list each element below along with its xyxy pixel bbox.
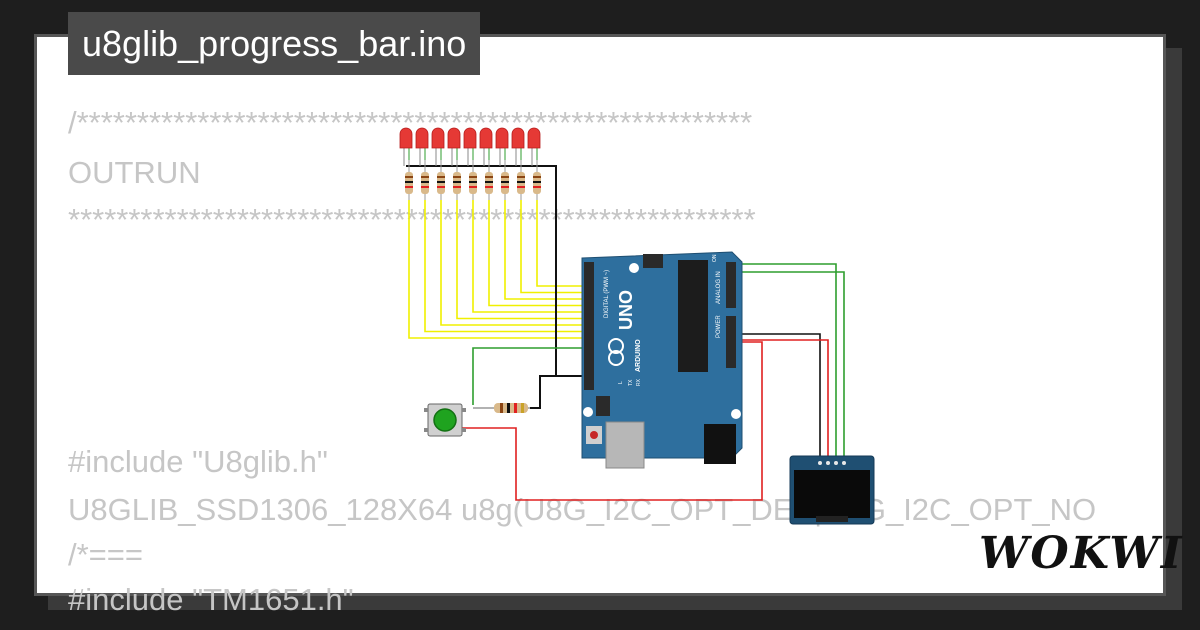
- led-resistor: [485, 160, 493, 200]
- led-resistor: [437, 160, 445, 200]
- board-maker-label: ARDUINO: [635, 339, 642, 372]
- led: [527, 127, 541, 166]
- led-resistor: [469, 160, 477, 200]
- brand-text: WOKWI: [979, 528, 1183, 579]
- wokwi-logo: WOKWI: [977, 524, 1181, 581]
- l-label: L: [618, 381, 624, 384]
- yellow-wire: [472, 200, 590, 313]
- led-row: [399, 127, 541, 200]
- led: [511, 127, 525, 166]
- led: [463, 127, 477, 166]
- yellow-wire: [504, 200, 590, 300]
- led-resistor: [453, 160, 461, 200]
- yellow-wire: [456, 200, 590, 320]
- wokwi-logo-icon: WOKWI: [979, 528, 1181, 579]
- digital-label: DIGITAL (PWM ~): [604, 270, 610, 318]
- led-resistor: [517, 160, 525, 200]
- yellow-wire: [488, 200, 590, 307]
- code-line: U8GLIB_SSD1306_128X64 u8g(U8G_I2C_OPT_DE…: [68, 492, 1097, 527]
- analog-label: ANALOG IN: [716, 271, 722, 304]
- code-line: OUTRUN: [68, 155, 201, 190]
- yellow-wire: [440, 200, 590, 326]
- card-shadow-bottom: [48, 596, 1182, 610]
- tx-label: TX: [628, 379, 634, 386]
- oled-sda-wire: [736, 271, 845, 463]
- led: [415, 127, 429, 166]
- led: [399, 127, 413, 166]
- button-power-wire: [462, 341, 763, 501]
- led-resistor: [533, 160, 541, 200]
- card-shadow-right: [1166, 48, 1182, 596]
- board-name-label: UNO: [616, 290, 636, 330]
- oled-scl-wire: [736, 263, 837, 463]
- led-resistor: [501, 160, 509, 200]
- ground-wire: [406, 165, 590, 409]
- button-signal-wire: [472, 347, 590, 405]
- led: [447, 127, 461, 166]
- yellow-wire: [520, 200, 590, 294]
- rx-label: RX: [636, 378, 642, 386]
- led: [495, 127, 509, 166]
- arduino-uno-board[interactable]: UNO ARDUINO DIGITAL (PWM ~) ANALOG IN PO…: [581, 251, 743, 469]
- oled-gnd-wire: [738, 333, 821, 463]
- led: [479, 127, 493, 166]
- oled-display: [789, 455, 875, 525]
- code-preview: /***************************************…: [68, 0, 1168, 630]
- pulldown-resistor: [473, 403, 530, 413]
- code-line: #include "TM1651.h": [68, 582, 354, 617]
- code-line: ****************************************…: [68, 202, 756, 237]
- yellow-wire: [408, 200, 590, 339]
- code-line: /*===: [68, 537, 143, 572]
- yellow-wire: [536, 200, 590, 287]
- led-resistor: [421, 160, 429, 200]
- yellow-wire: [424, 200, 590, 333]
- led-resistor: [405, 160, 413, 200]
- code-line: #include "U8glib.h": [68, 444, 328, 479]
- page-title: u8glib_progress_bar.ino: [68, 12, 481, 75]
- led: [431, 127, 445, 166]
- power-label: POWER: [716, 315, 722, 338]
- oled-vcc-wire: [738, 339, 829, 463]
- pushbutton[interactable]: [424, 403, 466, 437]
- on-label: ON: [712, 254, 718, 262]
- yellow-wires: [408, 200, 590, 339]
